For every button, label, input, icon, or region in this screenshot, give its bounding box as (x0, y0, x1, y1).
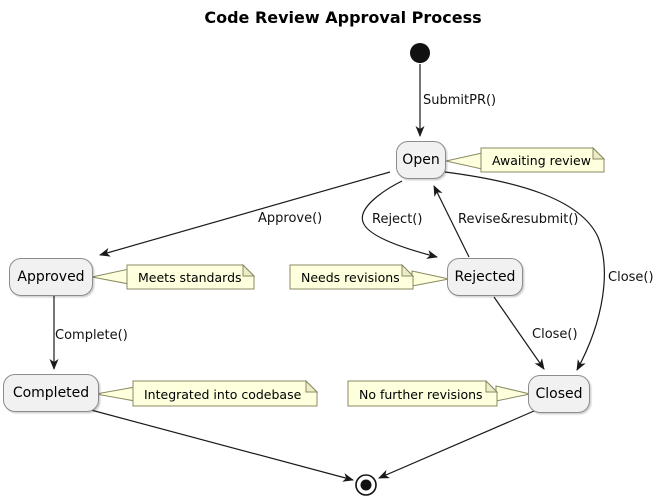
initial-state-node (410, 43, 430, 63)
note-connector-closed (495, 385, 531, 402)
note-body-completed (132, 380, 318, 407)
note-rejected: Needs revisions (301, 269, 400, 285)
edge-open-to-closed (444, 171, 605, 371)
note-connector-rejected (411, 270, 450, 287)
note-connector-completed (95, 386, 136, 402)
edge-open-to-rejected (361, 180, 438, 259)
note-completed: Integrated into codebase (144, 386, 302, 402)
note-fold-open (592, 146, 606, 160)
transition-label-approve: Approve() (258, 211, 323, 226)
state-closed: Closed (528, 375, 590, 413)
state-rejected: Rejected (447, 258, 523, 296)
note-fold-rejected (401, 263, 415, 277)
transition-label-close-from-rejected: Close() (532, 327, 578, 342)
edge-closed-to-final (378, 410, 535, 479)
diagram-title: Code Review Approval Process (204, 8, 482, 27)
final-state-node (355, 474, 377, 496)
transition-label-close-from-open: Close() (608, 270, 654, 285)
note-fold-completed (305, 379, 319, 393)
transition-label-revise-resubmit: Revise&resubmit() (458, 212, 579, 227)
note-approved: Meets standards (138, 269, 242, 285)
edge-rejected-to-open (433, 185, 470, 258)
transition-label-submit-pr: SubmitPR() (423, 93, 497, 108)
state-open: Open (396, 141, 446, 179)
note-body-approved (126, 264, 255, 290)
edge-rejected-to-closed (493, 296, 545, 370)
note-open: Awaiting review (492, 152, 591, 168)
note-body-open (480, 147, 605, 173)
note-closed: No further revisions (359, 386, 483, 402)
note-body-rejected (289, 264, 414, 290)
note-fold-closed (485, 379, 499, 393)
note-connector-open (445, 152, 483, 170)
state-approved: Approved (9, 258, 93, 296)
note-connector-approved (91, 268, 130, 285)
note-body-closed (347, 380, 498, 407)
state-completed: Completed (3, 374, 99, 412)
transition-label-reject: Reject() (372, 212, 423, 227)
note-bodies (126, 146, 606, 407)
edge-completed-to-final (90, 409, 354, 482)
note-fold-approved (242, 263, 256, 277)
edge-open-to-approved (99, 171, 391, 257)
transition-label-complete: Complete() (55, 328, 128, 343)
